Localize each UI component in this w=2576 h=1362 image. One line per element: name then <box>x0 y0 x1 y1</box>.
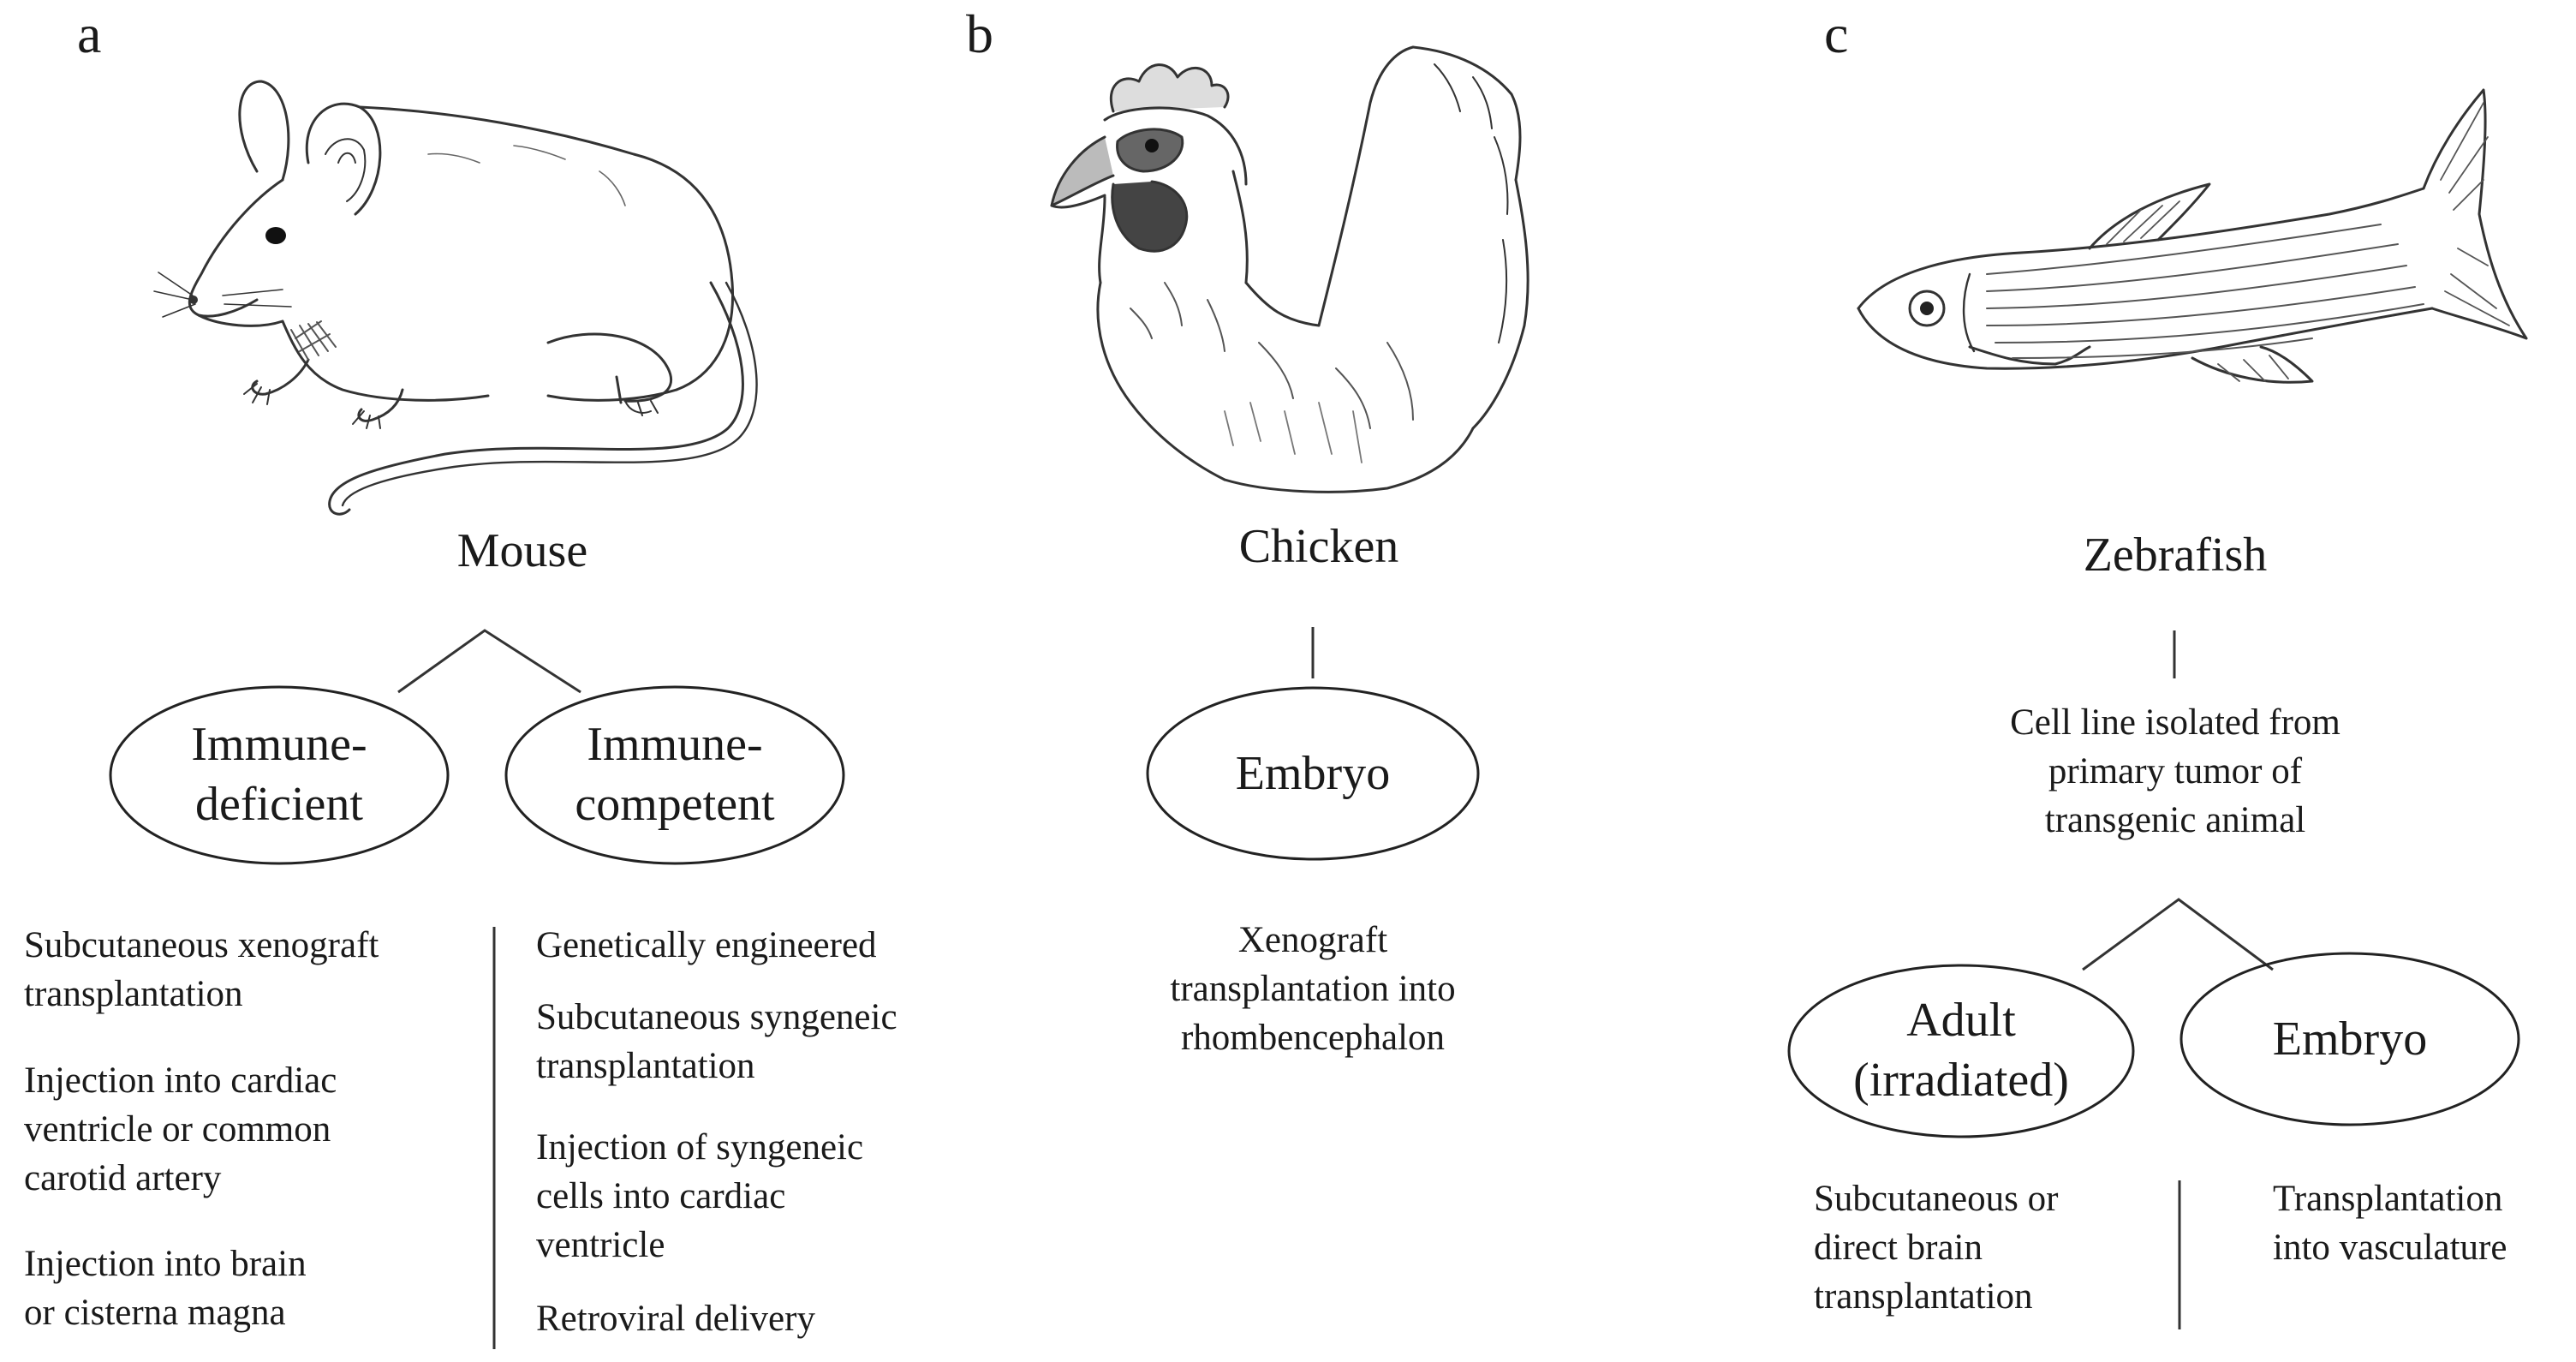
deficient-item-3: Injection into brain or cisterna magna <box>24 1244 307 1333</box>
species-mouse: Mouse <box>456 524 588 577</box>
zebrafish-source: Cell line isolated from primary tumor of… <box>2010 702 2340 840</box>
immune-competent-ellipse <box>504 685 845 865</box>
zebrafish-embryo-label: Embryo <box>2272 1013 2428 1066</box>
zebrafish-fork-line <box>2082 898 2274 971</box>
adult-item: Subcutaneous or direct brain transplanta… <box>1814 1179 2059 1317</box>
competent-item-4: Retroviral delivery <box>536 1299 815 1339</box>
immune-deficient-line1: Immune- <box>191 718 367 771</box>
zebrafish-embryo-ellipse <box>2179 952 2520 1126</box>
immune-deficient-label: Immune- deficient <box>125 714 433 834</box>
adult-irradiated-label: Adult (irradiated) <box>1807 990 2115 1110</box>
immune-competent-label: Immune- competent <box>521 714 829 834</box>
deficient-item-2: Injection into cardiac ventricle or comm… <box>24 1060 337 1198</box>
competent-item-1: Genetically engineered <box>536 925 877 965</box>
species-zebrafish: Zebrafish <box>2083 529 2268 582</box>
chicken-embryo-label: Embryo <box>1235 747 1391 800</box>
panel-letter-a: a <box>77 3 102 64</box>
competent-item-2: Subcutaneous syngeneic transplantation <box>536 997 897 1086</box>
immune-deficient-line2: deficient <box>195 778 363 831</box>
node-ellipses <box>109 685 2520 1138</box>
panel-letter-b: b <box>966 3 993 64</box>
species-chicken: Chicken <box>1238 520 1399 573</box>
panel-letter-c: c <box>1824 3 1849 64</box>
zebrafish-drawing <box>1857 88 2528 384</box>
adult-irradiated-ellipse <box>1787 964 2135 1138</box>
immune-competent-line1: Immune- <box>587 718 763 771</box>
adult-line1: Adult <box>1906 994 2016 1047</box>
adult-line2: (irradiated) <box>1853 1054 2069 1107</box>
mouse-fork-line <box>397 629 581 694</box>
embryo-item: Transplantation into vasculature <box>2273 1179 2507 1268</box>
deficient-item-1: Subcutaneous xenograft transplantation <box>24 925 379 1014</box>
mouse-drawing <box>153 80 758 516</box>
immune-competent-line2: competent <box>575 778 775 831</box>
chicken-embryo-ellipse <box>1146 686 1480 861</box>
competent-item-3: Injection of syngeneic cells into cardia… <box>536 1127 864 1265</box>
connector-lines <box>397 627 2274 1349</box>
chicken-item: Xenograft transplantation into rhombence… <box>1170 920 1456 1058</box>
chicken-drawing <box>1050 45 1530 493</box>
immune-deficient-ellipse <box>109 685 450 865</box>
